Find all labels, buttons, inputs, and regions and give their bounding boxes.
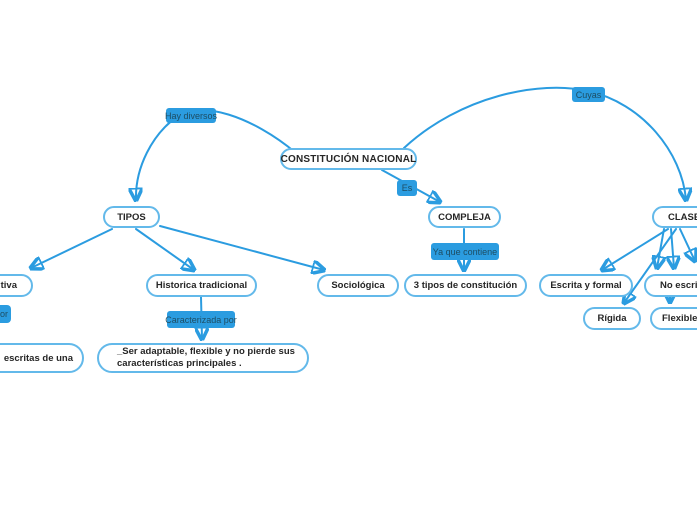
edge-label-ya-que-contiene[interactable]: Ya que contiene — [431, 243, 499, 260]
edge-clases-to-no-escrita-b — [671, 228, 674, 268]
node-constitucion-nacional[interactable]: CONSTITUCIÓN NACIONAL — [280, 148, 417, 170]
node-tipos[interactable]: TIPOS — [103, 206, 160, 228]
node-no-escrita-cut[interactable]: No escrita — [644, 274, 697, 297]
node-label: Flexible — [662, 313, 697, 324]
node-flexible-cut[interactable]: Flexible — [650, 307, 697, 330]
edge-label-text: or — [0, 309, 8, 319]
edge-central-to-clases — [403, 86, 686, 200]
edge-label-hay-diversos[interactable]: Hay diversos — [164, 108, 218, 123]
edge-label-caracterizada-por[interactable]: Caracterizada por — [165, 311, 237, 328]
node-escritas-de-una-cut[interactable]: escritas de una — [0, 343, 84, 373]
node-label: _Ser adaptable, flexible y no pierde sus… — [117, 346, 295, 369]
edge-label-es[interactable]: Es — [397, 180, 417, 196]
edge-tipos-to-historica — [135, 228, 194, 270]
node-ser-adaptable[interactable]: _Ser adaptable, flexible y no pierde sus… — [97, 343, 309, 373]
edge-clases-to-right-offscreen — [679, 228, 695, 261]
node-racional-normativa-cut[interactable]: tiva — [0, 274, 33, 297]
edge-label-text: Ya que contiene — [432, 246, 498, 257]
node-historica-tradicional[interactable]: Historica tradicional — [146, 274, 257, 297]
edge-label-cuyas[interactable]: Cuyas — [572, 87, 605, 102]
node-label: Rígida — [597, 313, 627, 324]
node-compleja[interactable]: COMPLEJA — [428, 206, 501, 228]
edge-label-por-cut[interactable]: or — [0, 305, 11, 323]
edge-label-text: Caracterizada por — [165, 314, 237, 325]
node-clases[interactable]: CLASES — [652, 206, 697, 228]
edge-central-to-tipos — [136, 108, 297, 200]
node-label: tiva — [0, 280, 17, 291]
edge-clases-to-escrita-formal — [602, 228, 669, 270]
node-label: Escrita y formal — [550, 280, 622, 291]
edge-tipos-to-sociologica — [159, 225, 324, 270]
node-sociologica[interactable]: Sociológica — [317, 274, 399, 297]
edge-label-text: Cuyas — [575, 89, 602, 100]
edge-tipos-to-racional — [31, 228, 113, 268]
node-label: CONSTITUCIÓN NACIONAL — [280, 153, 417, 165]
edge-label-text: Hay diversos — [164, 110, 218, 121]
node-label: TIPOS — [117, 211, 146, 223]
node-label: CLASES — [668, 211, 697, 223]
node-escrita-y-formal[interactable]: Escrita y formal — [539, 274, 633, 297]
node-label: Historica tradicional — [155, 280, 248, 291]
node-label: escritas de una — [3, 352, 73, 364]
node-label: 3 tipos de constitución — [413, 280, 518, 291]
edge-label-text: Es — [401, 183, 413, 193]
edge-clases-to-no-escrita-a — [657, 228, 664, 268]
node-rigida[interactable]: Rígida — [583, 307, 641, 330]
node-label: Sociológica — [331, 280, 385, 291]
node-label: No escrita — [660, 280, 697, 291]
node-3-tipos-de-constitucion[interactable]: 3 tipos de constitución — [404, 274, 527, 297]
node-label: COMPLEJA — [438, 211, 491, 223]
